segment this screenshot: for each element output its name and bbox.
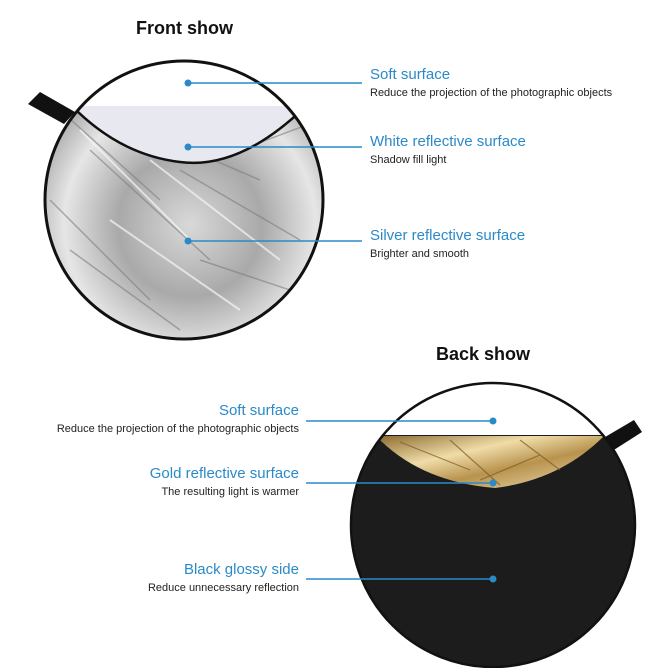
front-show-heading: Front show <box>136 18 233 38</box>
label-desc: Shadow fill light <box>370 154 447 166</box>
front-label-soft-surface: Soft surface Reduce the projection of th… <box>370 66 612 99</box>
label-desc: Reduce the projection of the photographi… <box>56 423 299 435</box>
gold-surface <box>376 436 604 488</box>
label-desc: Brighter and smooth <box>370 248 470 260</box>
label-title: Gold reflective surface <box>149 465 299 482</box>
label-title: Soft surface <box>218 402 299 419</box>
label-desc: Reduce the projection of the photographi… <box>370 87 613 99</box>
front-reflector <box>28 59 325 341</box>
back-leader-lines <box>306 417 497 583</box>
back-reflector <box>349 381 642 668</box>
label-title: Black glossy side <box>183 561 299 578</box>
front-leader-lines <box>184 79 362 245</box>
front-label-white-reflective: White reflective surface Shadow fill lig… <box>370 133 526 166</box>
label-desc: Reduce unnecessary reflection <box>147 582 299 594</box>
back-show-heading: Back show <box>436 344 531 364</box>
label-title: Soft surface <box>370 66 451 83</box>
label-desc: The resulting light is warmer <box>161 486 299 498</box>
back-label-gold-reflective: Gold reflective surface The resulting li… <box>150 465 299 498</box>
front-handle-strap <box>28 92 75 124</box>
label-title: White reflective surface <box>370 133 526 150</box>
back-label-soft-surface: Soft surface Reduce the projection of th… <box>57 402 299 435</box>
label-title: Silver reflective surface <box>370 227 526 244</box>
front-label-silver-reflective: Silver reflective surface Brighter and s… <box>370 227 525 260</box>
back-label-black-glossy: Black glossy side Reduce unnecessary ref… <box>148 561 299 594</box>
